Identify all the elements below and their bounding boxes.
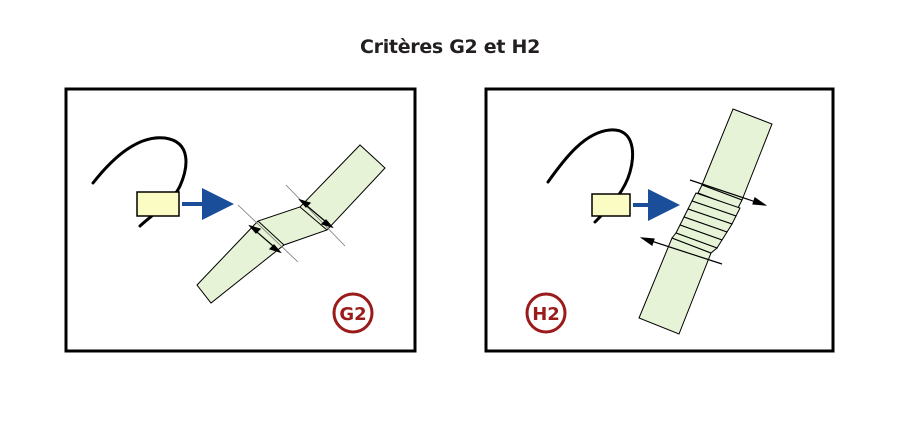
- pleated-section: [671, 184, 743, 254]
- dimension-arrow-icon: [689, 179, 768, 206]
- panel-g2: G2: [64, 87, 417, 353]
- bent-strip: [196, 144, 386, 304]
- page-title: Critères G2 et H2: [359, 36, 540, 58]
- badge-g2: G2: [332, 292, 374, 334]
- badge-g2-label: G2: [339, 304, 366, 325]
- dimension-arrow-icon: [298, 198, 334, 229]
- dimension-arrow-icon: [639, 237, 723, 265]
- guide-line: [285, 184, 346, 247]
- panel-h2: H2: [484, 87, 835, 353]
- badge-h2: H2: [525, 292, 567, 334]
- component-box: [136, 191, 180, 217]
- dimension-arrow-icon: [248, 224, 282, 254]
- badge-h2-label: H2: [532, 304, 560, 325]
- component-box: [591, 193, 631, 217]
- guide-line: [237, 204, 299, 263]
